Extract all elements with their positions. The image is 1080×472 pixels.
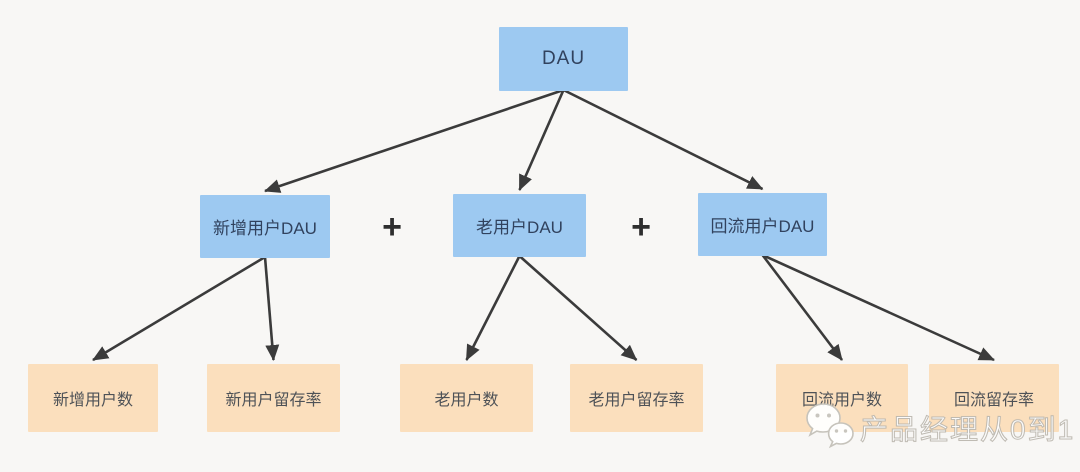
node-dau: DAU	[499, 27, 628, 91]
plus-operator-2: +	[631, 208, 651, 246]
plus-operator-1: +	[382, 208, 402, 246]
node-return-user-count: 回流用户数	[776, 364, 908, 432]
watermark-text: 产品经理从0到1	[859, 413, 1076, 445]
wechat-icon	[804, 400, 856, 455]
node-old-user-dau: 老用户DAU	[453, 194, 586, 257]
node-old-user-count: 老用户数	[400, 364, 533, 432]
node-old-user-retention: 老用户留存率	[570, 364, 703, 432]
node-new-user-dau: 新增用户DAU	[200, 195, 330, 258]
node-return-user-dau: 回流用户DAU	[698, 193, 827, 256]
node-return-retention: 回流留存率	[929, 364, 1059, 432]
node-new-user-count: 新增用户数	[28, 364, 158, 432]
node-new-user-retention: 新用户留存率	[207, 364, 340, 432]
watermark: 产品经理从0到1	[804, 400, 1075, 455]
